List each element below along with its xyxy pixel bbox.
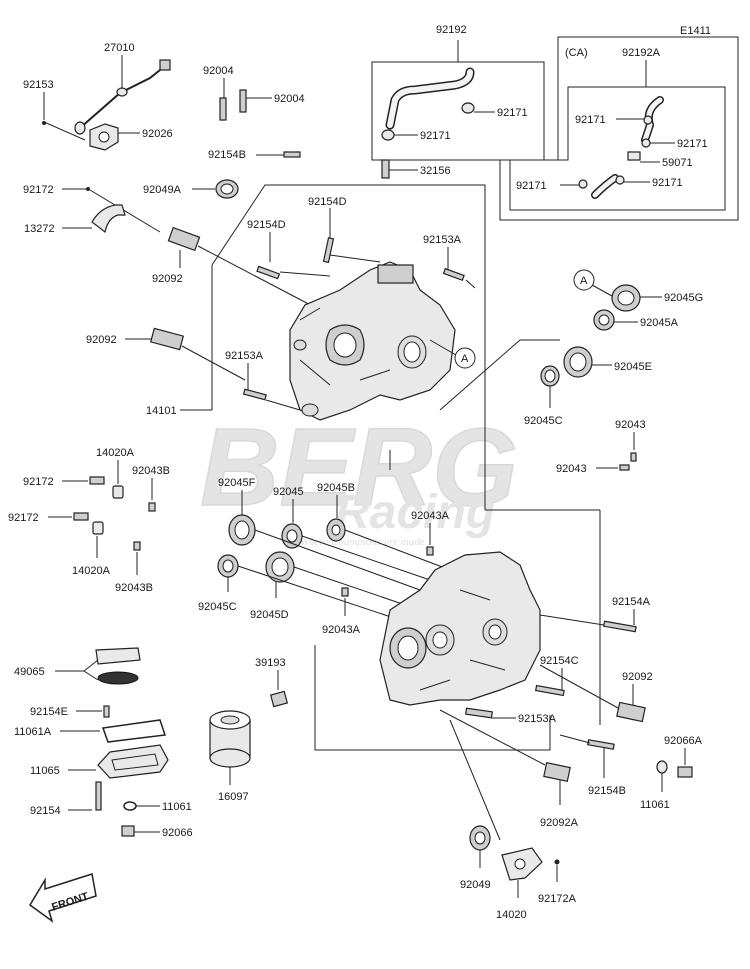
label-92154D-a: 92154D bbox=[308, 196, 347, 208]
lower-frame bbox=[314, 450, 551, 751]
label-92045B: 92045B bbox=[317, 482, 355, 494]
watermark-sub: Racing bbox=[335, 486, 495, 539]
watermark-brand: BERG bbox=[200, 406, 518, 529]
label-92154A: 92154A bbox=[612, 596, 651, 608]
label-13272: 13272 bbox=[24, 223, 55, 235]
label-92172-b: 92172 bbox=[8, 512, 39, 524]
oil-filter bbox=[209, 710, 251, 768]
label-92049A: 92049A bbox=[143, 184, 182, 196]
ca-outer-box bbox=[499, 36, 739, 221]
label-92154E: 92154E bbox=[30, 706, 68, 718]
label-32156: 32156 bbox=[420, 165, 451, 177]
label-14020A-a: 14020A bbox=[96, 447, 135, 459]
label-14101: 14101 bbox=[146, 405, 177, 417]
label-92171-b: 92171 bbox=[420, 130, 451, 142]
ca-label: (CA) bbox=[565, 47, 588, 59]
label-92172-a: 92172 bbox=[23, 476, 54, 488]
label-14020: 14020 bbox=[496, 909, 527, 921]
label-39193: 39193 bbox=[255, 657, 286, 669]
label-92092-mid: 92092 bbox=[86, 334, 117, 346]
label-11061A: 11061A bbox=[14, 726, 52, 738]
callout-a-top: A bbox=[461, 353, 469, 365]
label-49065: 49065 bbox=[14, 666, 45, 678]
upper-frame bbox=[211, 184, 486, 295]
label-92045C-b: 92045C bbox=[198, 601, 237, 613]
label-92192: 92192 bbox=[436, 24, 467, 36]
label-92004-b: 92004 bbox=[274, 93, 305, 105]
label-92043A-b: 92043A bbox=[322, 624, 361, 636]
label-92045F: 92045F bbox=[218, 477, 256, 489]
label-92154D-b: 92154D bbox=[247, 219, 286, 231]
label-92045C-top: 92045C bbox=[524, 415, 563, 427]
label-92045A: 92045A bbox=[640, 317, 679, 329]
label-92066: 92066 bbox=[162, 827, 193, 839]
label-92043-b: 92043 bbox=[556, 463, 587, 475]
label-92092A: 92092A bbox=[540, 817, 579, 829]
label-92171-a: 92171 bbox=[497, 107, 528, 119]
label-92153A-mid: 92153A bbox=[225, 350, 264, 362]
label-92171-d: 92171 bbox=[677, 138, 708, 150]
label-92171-c: 92171 bbox=[575, 114, 606, 126]
label-59071: 59071 bbox=[662, 157, 693, 169]
label-92045E: 92045E bbox=[614, 361, 652, 373]
label-92172A: 92172A bbox=[538, 893, 577, 905]
label-92092-r: 92092 bbox=[622, 671, 653, 683]
label-92043A-a: 92043A bbox=[411, 510, 450, 522]
label-92153-top: 92153 bbox=[23, 79, 54, 91]
label-92045D: 92045D bbox=[250, 609, 289, 621]
front-arrow-icon: FRONT bbox=[29, 873, 97, 923]
label-92043B-a: 92043B bbox=[132, 465, 170, 477]
label-92092-top: 92092 bbox=[152, 273, 183, 285]
callout-a-right: A bbox=[580, 275, 588, 287]
label-16097: 16097 bbox=[218, 791, 249, 803]
ref-code: E1411 bbox=[680, 25, 711, 37]
upper-crankcase bbox=[289, 261, 456, 421]
label-92154B-top: 92154B bbox=[208, 149, 246, 161]
watermark: BERG Racing Where Champions are made bbox=[199, 405, 518, 548]
label-92154C: 92154C bbox=[540, 655, 579, 667]
label-92045G: 92045G bbox=[664, 292, 703, 304]
label-92153A-bot: 92153A bbox=[518, 713, 557, 725]
ca-inner-box bbox=[509, 86, 726, 211]
label-92154B-bot: 92154B bbox=[588, 785, 626, 797]
label-92004-a: 92004 bbox=[203, 65, 234, 77]
label-92049: 92049 bbox=[460, 879, 491, 891]
label-92153A-top: 92153A bbox=[423, 234, 462, 246]
label-92172-top: 92172 bbox=[23, 184, 54, 196]
label-27010: 27010 bbox=[104, 42, 135, 54]
lower-crankcase bbox=[379, 551, 541, 706]
label-11065: 11065 bbox=[30, 765, 60, 777]
label-92043-a: 92043 bbox=[615, 419, 646, 431]
label-11061-r: 11061 bbox=[640, 799, 670, 811]
label-92154: 92154 bbox=[30, 805, 61, 817]
label-11061: 11061 bbox=[162, 801, 192, 813]
label-92171-f: 92171 bbox=[652, 177, 683, 189]
label-92043B-b: 92043B bbox=[115, 582, 153, 594]
label-92045: 92045 bbox=[273, 486, 304, 498]
label-92026: 92026 bbox=[142, 128, 173, 140]
label-14020A-b: 14020A bbox=[72, 565, 111, 577]
label-92171-e: 92171 bbox=[516, 180, 547, 192]
label-92192A: 92192A bbox=[622, 47, 661, 59]
label-92066A: 92066A bbox=[664, 735, 703, 747]
